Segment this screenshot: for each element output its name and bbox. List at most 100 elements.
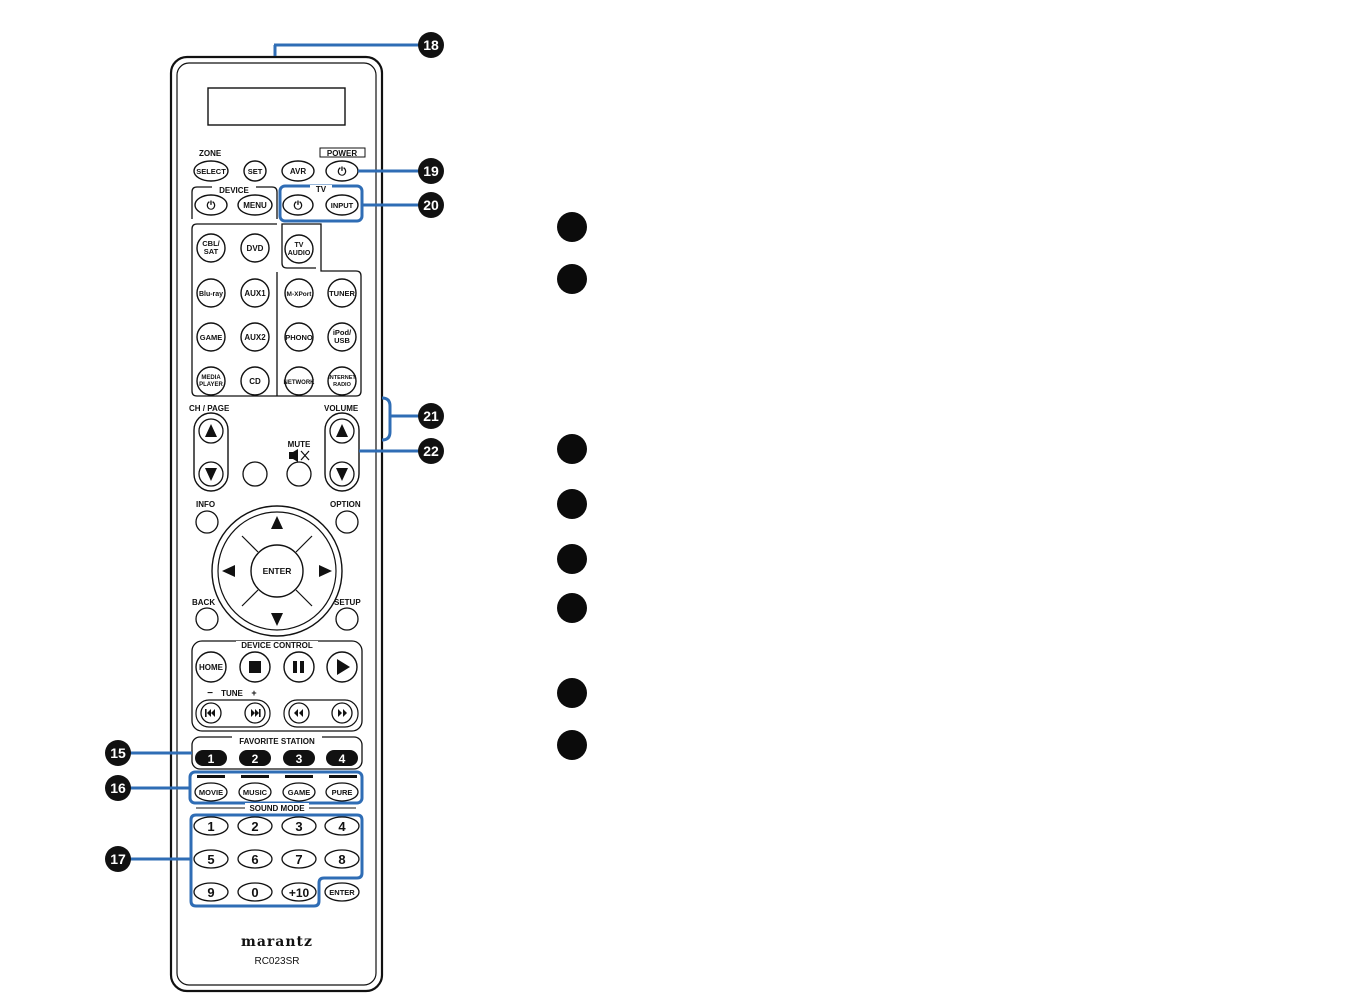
svg-text:18: 18	[423, 37, 439, 53]
svg-text:GAME: GAME	[288, 788, 311, 797]
svg-text:3: 3	[295, 819, 302, 834]
media-player-button[interactable]: MEDIA PLAYER	[196, 366, 226, 396]
svg-text:1: 1	[207, 819, 214, 834]
menu-button[interactable]: MENU	[237, 194, 273, 216]
avr-button[interactable]: AVR	[281, 160, 315, 182]
device-label: DEVICE	[219, 186, 249, 195]
mute-button[interactable]	[286, 461, 312, 487]
number-3-button[interactable]: 3	[281, 816, 317, 836]
number-5-button[interactable]: 5	[193, 849, 229, 869]
number-1-button[interactable]: 1	[193, 816, 229, 836]
brand-logo: marantz	[241, 934, 313, 950]
number-enter-button[interactable]: ENTER	[324, 882, 360, 902]
game-source-button[interactable]: GAME	[196, 322, 226, 352]
svg-text:0: 0	[251, 885, 258, 900]
fast-forward-button[interactable]	[331, 702, 353, 724]
pause-button[interactable]	[283, 651, 315, 683]
tune-label: TUNE	[221, 689, 243, 698]
favorite-2-button[interactable]: 2	[239, 750, 271, 766]
tv-power-button[interactable]: ⏻	[282, 194, 314, 216]
bullet-24	[557, 678, 587, 708]
svg-text:AUX1: AUX1	[244, 289, 266, 298]
svg-text:+10: +10	[289, 886, 310, 900]
svg-text:RADIO: RADIO	[333, 382, 351, 388]
number-9-button[interactable]: 9	[193, 882, 229, 902]
number-6-button[interactable]: 6	[237, 849, 273, 869]
svg-text:19: 19	[423, 163, 439, 179]
ipod-usb-button[interactable]: iPod/ USB	[327, 322, 357, 352]
power-button[interactable]: ⏻	[325, 160, 359, 182]
bullet-22	[557, 544, 587, 574]
number-8-button[interactable]: 8	[324, 849, 360, 869]
mxport-button[interactable]: M-XPort	[284, 278, 314, 308]
svg-text:PLAYER: PLAYER	[199, 382, 223, 388]
blank-button[interactable]	[242, 461, 268, 487]
sound-mode-game-button[interactable]: GAME	[282, 782, 316, 802]
set-button[interactable]: SET	[243, 160, 267, 182]
favorite-4-button[interactable]: 4	[326, 750, 358, 766]
internet-radio-button[interactable]: INTERNET RADIO	[327, 366, 357, 396]
sound-mode-music-button[interactable]: MUSIC	[238, 782, 272, 802]
stop-button[interactable]	[239, 651, 271, 683]
network-button[interactable]: NETWORK	[284, 366, 316, 396]
svg-text:20: 20	[423, 197, 439, 213]
svg-text:AUX2: AUX2	[244, 333, 266, 342]
info-button[interactable]	[195, 510, 219, 534]
aux2-button[interactable]: AUX2	[240, 322, 270, 352]
svg-text:17: 17	[110, 851, 126, 867]
number-2-button[interactable]: 2	[237, 816, 273, 836]
bluray-button[interactable]: Blu-ray	[196, 278, 226, 308]
volume-rocker[interactable]	[324, 412, 360, 492]
number-0-button[interactable]: 0	[237, 882, 273, 902]
tuner-button[interactable]: TUNER	[327, 278, 357, 308]
play-button[interactable]	[326, 651, 358, 683]
bullet-20	[557, 434, 587, 464]
select-button[interactable]: SELECT	[193, 160, 229, 182]
svg-text:21: 21	[423, 408, 439, 424]
svg-text:M-XPort: M-XPort	[287, 291, 313, 298]
favorite-3-button[interactable]: 3	[283, 750, 315, 766]
favorite-1-button[interactable]: 1	[195, 750, 227, 766]
skip-forward-icon	[251, 709, 261, 717]
svg-text:15: 15	[110, 745, 126, 761]
tv-input-button[interactable]: INPUT	[325, 194, 359, 216]
enter-button[interactable]: ENTER	[250, 544, 304, 598]
callout-17: 17	[105, 846, 131, 872]
cd-button[interactable]: CD	[240, 366, 270, 396]
sound-mode-pure-button[interactable]: PURE	[325, 782, 359, 802]
dvd-button[interactable]: DVD	[240, 233, 270, 263]
phono-button[interactable]: PHONO	[284, 322, 314, 352]
ch-page-rocker[interactable]	[193, 412, 229, 492]
back-button[interactable]	[195, 607, 219, 631]
home-button[interactable]: HOME	[195, 651, 227, 683]
aux1-button[interactable]: AUX1	[240, 278, 270, 308]
svg-text:8: 8	[338, 852, 345, 867]
svg-text:3: 3	[296, 752, 303, 766]
svg-text:MUSIC: MUSIC	[243, 788, 268, 797]
option-button[interactable]	[335, 510, 359, 534]
number-7-button[interactable]: 7	[281, 849, 317, 869]
skip-back-button[interactable]	[200, 702, 222, 724]
tv-audio-button[interactable]: TV AUDIO	[284, 234, 314, 264]
cbl-sat-button[interactable]: CBL/ SAT	[196, 233, 226, 263]
svg-text:5: 5	[207, 852, 214, 867]
svg-text:MOVIE: MOVIE	[199, 788, 223, 797]
plus10-button[interactable]: +10	[281, 882, 317, 902]
power-icon: ⏻	[338, 165, 347, 178]
rewind-button[interactable]	[288, 702, 310, 724]
number-4-button[interactable]: 4	[324, 816, 360, 836]
svg-text:TV: TV	[295, 242, 304, 249]
svg-text:9: 9	[207, 885, 214, 900]
bullet-18	[557, 212, 587, 242]
skip-forward-button[interactable]	[244, 702, 266, 724]
power-label: POWER	[327, 149, 357, 158]
favorite-station-label: FAVORITE STATION	[239, 737, 315, 746]
sound-mode-label: SOUND MODE	[249, 804, 305, 813]
svg-text:CBL/: CBL/	[202, 239, 220, 248]
setup-label: SETUP	[334, 598, 361, 607]
svg-text:7: 7	[295, 852, 302, 867]
setup-button[interactable]	[335, 607, 359, 631]
sound-mode-movie-button[interactable]: MOVIE	[194, 782, 228, 802]
device-power-button[interactable]: ⏻	[194, 194, 228, 216]
skip-back-icon	[205, 709, 215, 717]
